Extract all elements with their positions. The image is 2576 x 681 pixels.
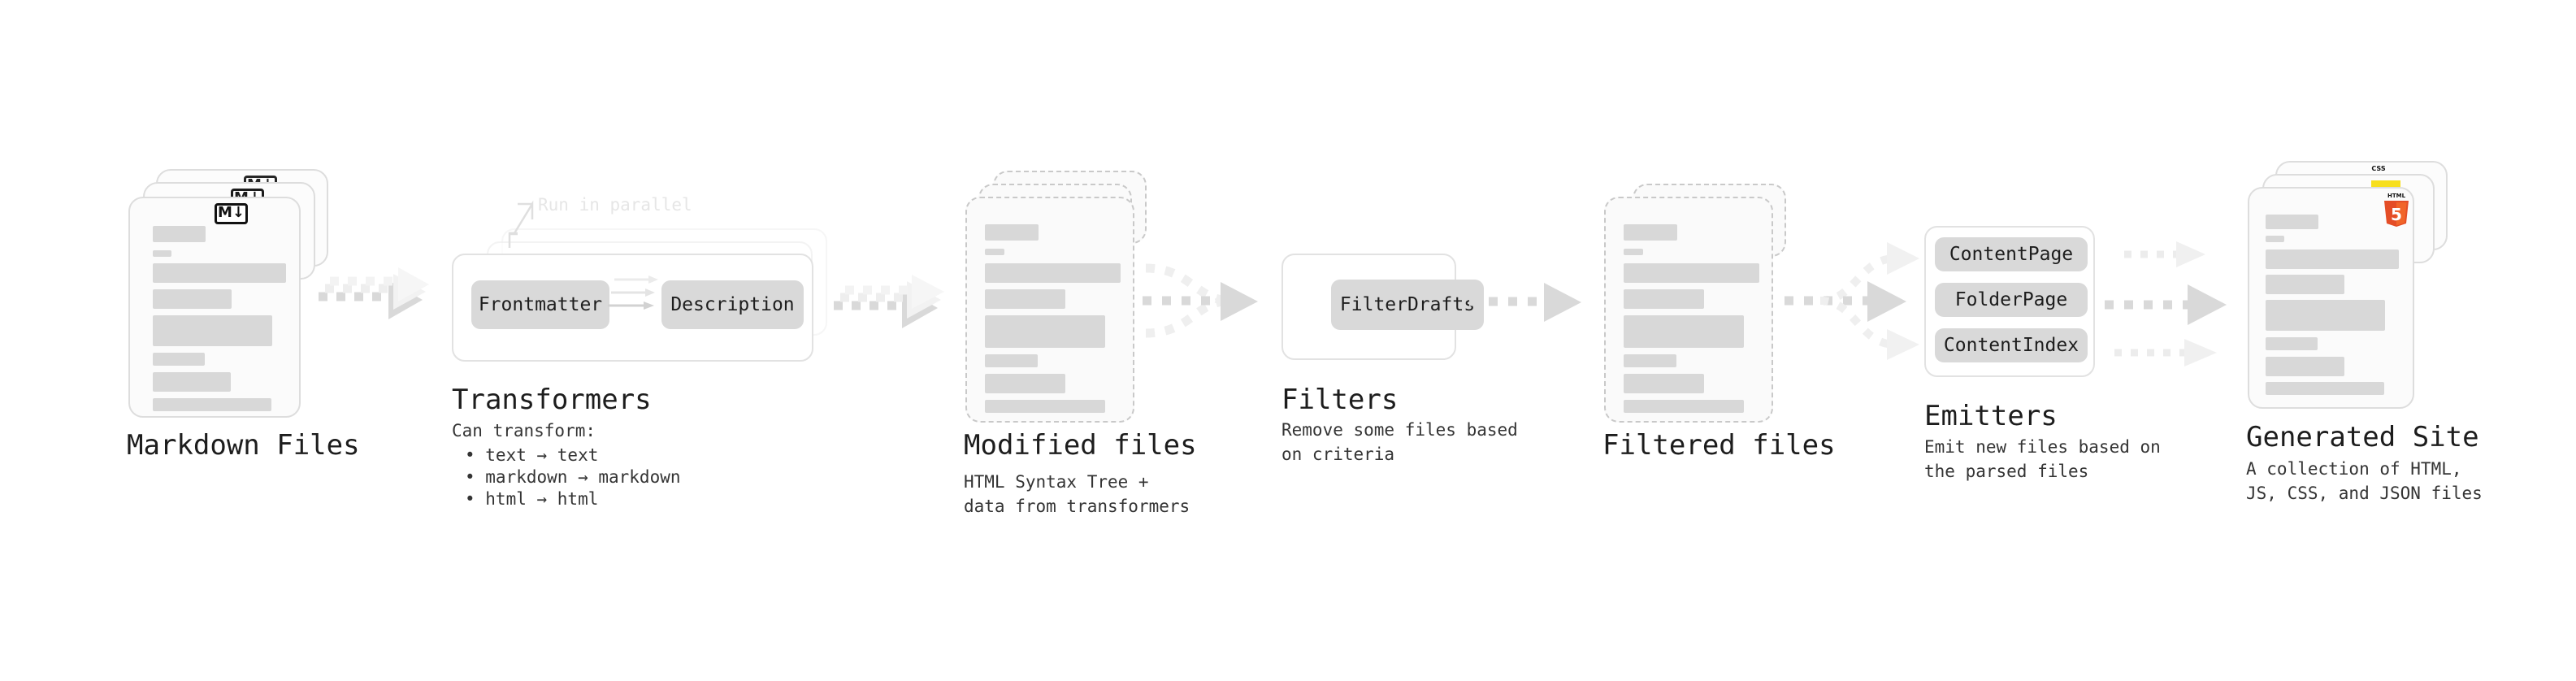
skeleton-title-bar [985, 224, 1039, 241]
skeleton-line-5 [1624, 374, 1704, 393]
skeleton-line-2 [1624, 289, 1704, 309]
skeleton-line-1 [2266, 249, 2399, 269]
skeleton-line-6 [985, 400, 1105, 413]
filtered-card-front [1604, 197, 1773, 423]
run-in-parallel-label: Run in parallel [538, 195, 692, 215]
modified-files-title: Modified files [964, 429, 1197, 462]
transformers-bullet-2: • markdown → markdown [465, 467, 681, 487]
skeleton-line-4 [153, 353, 205, 366]
connector-modified-to-filters [1143, 263, 1258, 338]
skeleton-line-1 [985, 263, 1121, 283]
skeleton-line-2 [2266, 275, 2344, 294]
pill-label-contentpage: ContentPage [1949, 244, 2074, 265]
filters-subtitle: Remove some files based on criteria [1281, 420, 1518, 464]
pill-label-frontmatter: Frontmatter [478, 294, 603, 315]
markdown-badge-front: M↓ [215, 203, 248, 224]
skeleton-line-3 [153, 315, 272, 346]
markdown-card-front [128, 197, 301, 418]
skeleton-meta-bar [153, 250, 171, 257]
transformers-bullet-3: • html → html [465, 489, 599, 509]
transformers-title: Transformers [452, 384, 652, 416]
markdown-badge-letter: M [217, 204, 232, 221]
filters-title: Filters [1281, 384, 1399, 416]
filters-pill-filterdrafts[interactable]: FilterDrafts [1331, 280, 1484, 330]
connector-transformers-to-modified [834, 275, 944, 328]
markdown-badge-arrow: ↓ [232, 204, 245, 221]
skeleton-line-4 [985, 354, 1038, 367]
emitters-pill-contentindex[interactable]: ContentIndex [1935, 328, 2088, 362]
site-card-front [2248, 187, 2414, 409]
skeleton-line-1 [1624, 263, 1759, 283]
skeleton-meta-bar [1624, 249, 1643, 255]
skeleton-line-2 [985, 289, 1065, 309]
pill-label-filterdrafts: FilterDrafts [1339, 294, 1476, 315]
skeleton-line-4 [2266, 337, 2318, 350]
skeleton-line-6 [2266, 382, 2384, 395]
generated-site-subtitle: A collection of HTML, JS, CSS, and JSON … [2246, 459, 2483, 503]
transformer-pill-description[interactable]: Description [661, 280, 804, 329]
skeleton-line-3 [2266, 300, 2385, 331]
skeleton-line-3 [1624, 315, 1744, 348]
skeleton-line-5 [2266, 357, 2344, 376]
css-badge-text: CSS [2371, 165, 2386, 172]
generated-site-title: Generated Site [2246, 421, 2479, 453]
pill-label-description: Description [670, 294, 795, 315]
skeleton-line-4 [1624, 354, 1676, 367]
skeleton-line-3 [985, 315, 1105, 348]
skeleton-meta-bar [985, 249, 1004, 255]
modified-files-subtitle: HTML Syntax Tree + data from transformer… [964, 472, 1190, 516]
skeleton-title-bar [2266, 215, 2318, 229]
skeleton-line-5 [153, 372, 231, 392]
skeleton-line-6 [1624, 400, 1744, 413]
skeleton-line-5 [985, 374, 1065, 393]
connector-filters-to-filtered [1469, 283, 1581, 322]
transformers-bullet-1: • text → text [465, 445, 599, 465]
modified-card-front [965, 197, 1134, 423]
connector-md-to-transformers [319, 267, 429, 319]
skeleton-title-bar [153, 226, 206, 242]
pill-label-folderpage: FolderPage [1954, 289, 2068, 310]
emitters-pill-folderpage[interactable]: FolderPage [1935, 283, 2088, 317]
emitters-pill-contentpage[interactable]: ContentPage [1935, 237, 2088, 271]
connector-emitters-to-site [2105, 241, 2227, 367]
markdown-files-title: Markdown Files [127, 429, 360, 462]
skeleton-line-6 [153, 398, 271, 411]
emitters-title: Emitters [1924, 400, 2058, 432]
skeleton-meta-bar [2266, 236, 2284, 242]
skeleton-title-bar [1624, 224, 1677, 241]
transformer-pill-frontmatter[interactable]: Frontmatter [471, 280, 609, 329]
filtered-files-title: Filtered files [1602, 429, 1836, 462]
emitters-subtitle: Emit new files based on the parsed files [1924, 437, 2161, 481]
transformers-subtitle: Can transform: [452, 421, 596, 440]
connector-filtered-to-emitters [1785, 242, 1919, 360]
skeleton-line-1 [153, 263, 286, 283]
skeleton-line-2 [153, 289, 232, 309]
pill-label-contentindex: ContentIndex [1943, 335, 2079, 356]
